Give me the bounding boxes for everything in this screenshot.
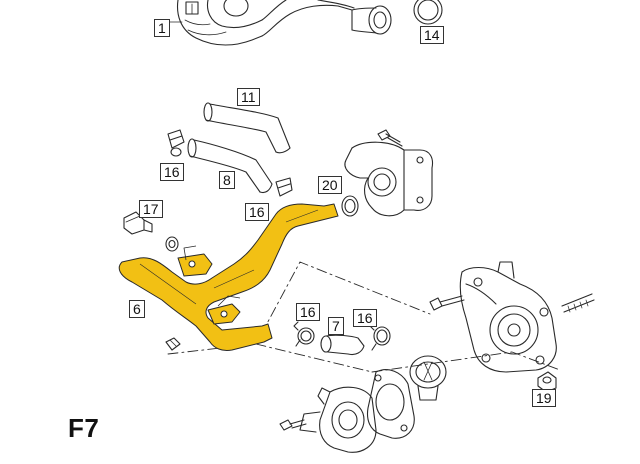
callout-11: 11 (237, 88, 260, 106)
callout-8: 8 (219, 171, 235, 189)
part-16-clamp-lower-left (293, 321, 315, 347)
part-6-coolant-pipe (118, 203, 339, 351)
callout-16-lower-left: 16 (296, 303, 320, 321)
part-20-seal (341, 195, 359, 217)
thermostat (409, 355, 447, 401)
pump-housing (429, 261, 595, 393)
outlet-housing (344, 129, 434, 217)
part-16-clamp-upper (167, 129, 185, 157)
thermostat-housing (279, 386, 377, 453)
part-8-hose (187, 138, 273, 194)
part-7-hose (320, 334, 365, 356)
callout-16-middle: 16 (245, 203, 269, 221)
part-14-clamp (413, 0, 443, 25)
callout-7: 7 (328, 317, 344, 335)
callout-1: 1 (154, 19, 170, 37)
part-11-hose (203, 102, 291, 154)
part-17-fitting (123, 211, 179, 252)
gasket (366, 369, 415, 439)
callout-20: 20 (318, 176, 342, 194)
callout-6: 6 (129, 300, 145, 318)
part-1-hose (169, 0, 392, 46)
callout-17: 17 (139, 200, 163, 218)
callout-16-upper: 16 (160, 163, 184, 181)
callout-16-lower-right: 16 (353, 309, 377, 327)
bleed-screw (165, 337, 181, 351)
part-16-clamp-middle (275, 177, 293, 197)
sheet-label: F7 (68, 413, 100, 443)
part-16-clamp-lower-right (369, 325, 391, 351)
callout-14: 14 (420, 26, 444, 44)
callout-19: 19 (532, 389, 556, 407)
